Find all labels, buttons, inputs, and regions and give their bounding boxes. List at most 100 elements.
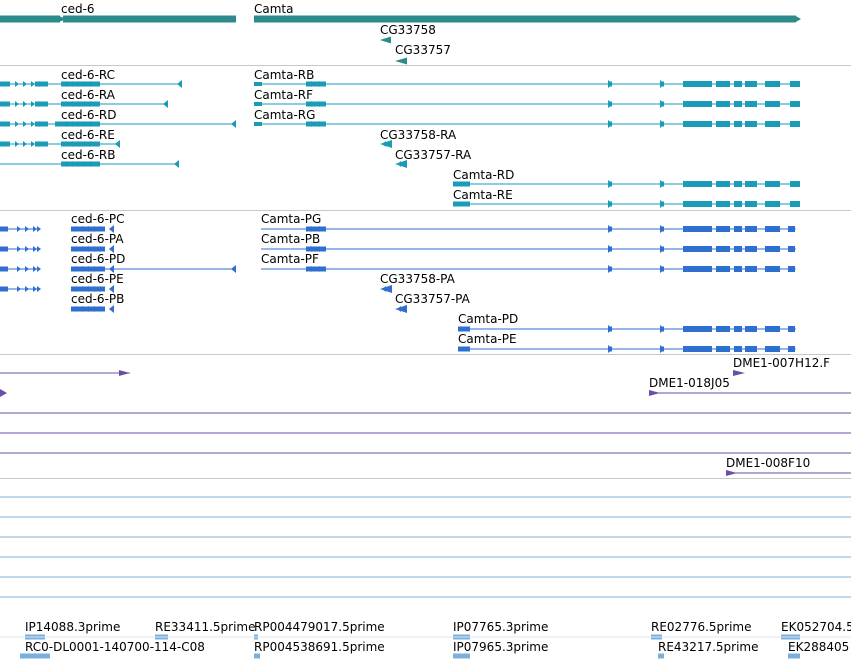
strand-arrow[interactable] <box>795 81 799 87</box>
strand-arrow[interactable] <box>97 306 101 312</box>
strand-arrow[interactable] <box>737 346 741 352</box>
transcript-label[interactable]: Camta-RD <box>453 168 515 182</box>
exon-block[interactable] <box>254 102 262 106</box>
exon-block[interactable] <box>0 81 10 87</box>
strand-arrow[interactable] <box>75 81 79 87</box>
strand-arrow[interactable] <box>723 81 727 87</box>
strand-arrow[interactable] <box>311 266 315 272</box>
strand-arrow[interactable] <box>15 101 19 107</box>
strand-arrow[interactable] <box>37 246 41 252</box>
strand-arrow[interactable] <box>75 141 79 147</box>
strand-arrow[interactable] <box>23 101 27 107</box>
strand-arrow[interactable] <box>17 246 21 252</box>
exon-block[interactable] <box>0 141 10 147</box>
exon-block[interactable] <box>765 226 780 232</box>
strand-arrow[interactable] <box>33 266 37 272</box>
est-label[interactable]: RC0-DL0001-140700-114-C08 <box>25 640 205 654</box>
strand-arrow[interactable] <box>608 80 613 88</box>
strand-arrow[interactable] <box>723 181 727 187</box>
est-glyph[interactable] <box>254 653 260 659</box>
strand-arrow[interactable] <box>63 161 67 167</box>
strand-arrow[interactable] <box>81 141 85 147</box>
strand-arrow[interactable] <box>115 140 120 148</box>
exon-block[interactable] <box>306 121 326 127</box>
strand-arrow[interactable] <box>97 226 101 232</box>
strand-arrow[interactable] <box>775 181 779 187</box>
strand-arrow[interactable] <box>737 181 741 187</box>
protein-label[interactable]: Camta-PE <box>458 332 517 346</box>
strand-arrow[interactable] <box>319 101 323 107</box>
gene-bar-ced-6[interactable] <box>58 15 66 23</box>
transcript-label[interactable]: ced-6-RB <box>61 148 116 162</box>
strand-arrow[interactable] <box>79 306 83 312</box>
strand-arrow[interactable] <box>85 306 89 312</box>
strand-arrow[interactable] <box>63 101 67 107</box>
strand-arrow[interactable] <box>737 266 741 272</box>
transcript-label[interactable]: Camta-RG <box>254 108 316 122</box>
est-label[interactable]: RP004479017.5prime <box>254 620 385 634</box>
strand-arrow[interactable] <box>792 326 796 332</box>
strand-arrow[interactable] <box>87 161 91 167</box>
exon-block[interactable] <box>306 266 326 272</box>
protein-label[interactable]: ced-6-PA <box>71 232 124 246</box>
strand-arrow[interactable] <box>401 161 405 167</box>
gene-bar-camta[interactable] <box>254 15 796 23</box>
strand-arrow[interactable] <box>697 121 701 127</box>
gene-label-cg33758[interactable]: CG33758 <box>380 23 436 37</box>
strand-arrow[interactable] <box>75 101 79 107</box>
strand-arrow[interactable] <box>109 305 114 313</box>
strand-arrow[interactable] <box>737 121 741 127</box>
strand-arrow[interactable] <box>792 226 796 232</box>
strand-arrow[interactable] <box>795 101 799 107</box>
strand-arrow[interactable] <box>660 120 665 128</box>
gene-bar-ced-6[interactable] <box>63 15 236 23</box>
strand-arrow[interactable] <box>608 345 613 353</box>
transcript-label[interactable]: Camta-RB <box>254 68 315 82</box>
strand-arrow[interactable] <box>231 265 236 273</box>
strand-arrow[interactable] <box>751 246 755 252</box>
strand-arrow[interactable] <box>737 226 741 232</box>
exon-block[interactable] <box>788 326 795 332</box>
strand-arrow[interactable] <box>79 266 83 272</box>
exon-block[interactable] <box>254 82 262 86</box>
strand-arrow[interactable] <box>697 81 701 87</box>
strand-arrow[interactable] <box>73 286 77 292</box>
strand-arrow[interactable] <box>33 246 37 252</box>
clone-label[interactable]: DME1-008F10 <box>726 456 811 470</box>
exon-block[interactable] <box>0 121 10 127</box>
est-label[interactable]: RE02776.5prime <box>651 620 752 634</box>
strand-arrow[interactable] <box>35 653 39 659</box>
strand-arrow[interactable] <box>795 201 799 207</box>
est-label[interactable]: RP004538691.5prime <box>254 640 385 654</box>
strand-arrow[interactable] <box>397 161 401 167</box>
strand-arrow[interactable] <box>660 180 665 188</box>
strand-arrow[interactable] <box>723 266 727 272</box>
strand-arrow[interactable] <box>85 286 89 292</box>
strand-arrow[interactable] <box>775 266 779 272</box>
strand-arrow[interactable] <box>25 266 29 272</box>
strand-arrow[interactable] <box>775 246 779 252</box>
strand-arrow[interactable] <box>85 246 89 252</box>
exon-block[interactable] <box>765 346 780 352</box>
strand-arrow[interactable] <box>660 100 665 108</box>
strand-arrow[interactable] <box>319 81 323 87</box>
strand-arrow[interactable] <box>33 226 37 232</box>
strand-arrow[interactable] <box>775 346 779 352</box>
exon-block[interactable] <box>61 161 100 167</box>
strand-arrow[interactable] <box>608 200 613 208</box>
strand-arrow[interactable] <box>23 653 27 659</box>
strand-arrow[interactable] <box>660 265 665 273</box>
strand-arrow[interactable] <box>17 286 21 292</box>
strand-arrow[interactable] <box>751 201 755 207</box>
strand-arrow[interactable] <box>69 141 73 147</box>
strand-arrow[interactable] <box>69 101 73 107</box>
exon-block[interactable] <box>765 201 780 207</box>
strand-arrow[interactable] <box>382 141 386 147</box>
strand-arrow[interactable] <box>737 81 741 87</box>
protein-label[interactable]: Camta-PF <box>261 252 319 266</box>
strand-arrow[interactable] <box>81 81 85 87</box>
transcript-label[interactable]: ced-6-RD <box>61 108 117 122</box>
strand-arrow[interactable] <box>723 121 727 127</box>
strand-arrow[interactable] <box>737 326 741 332</box>
